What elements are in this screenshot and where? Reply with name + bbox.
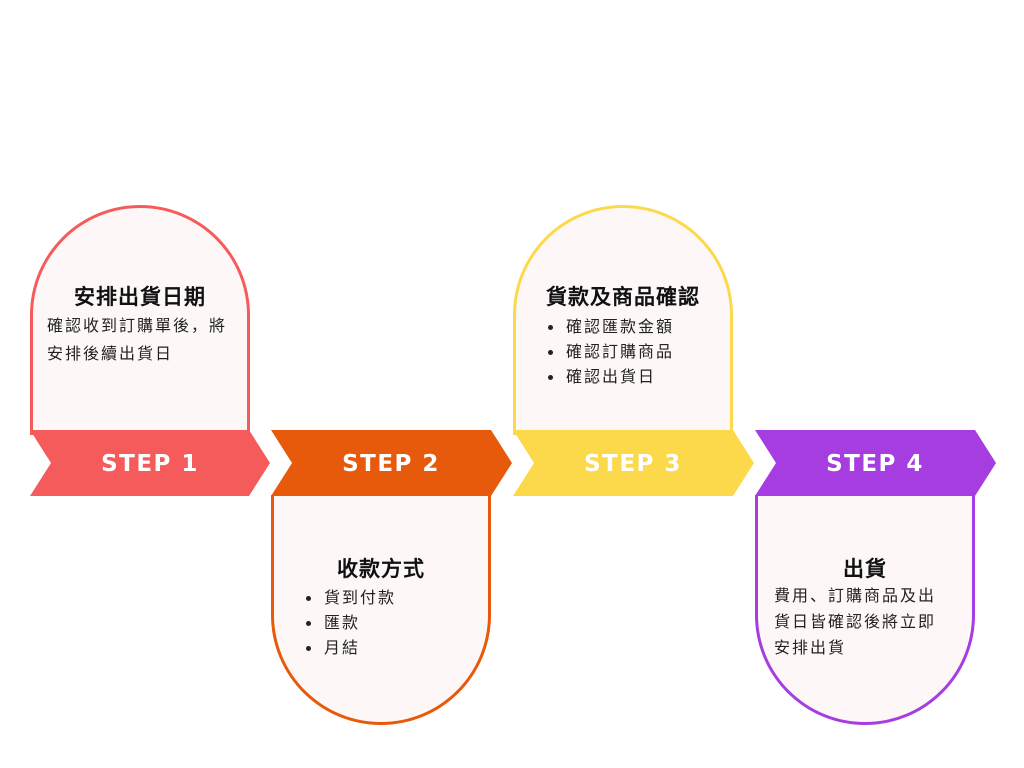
step4-description-line: 貨日皆確認後將立即	[774, 612, 937, 631]
step1-title: 安排出貨日期	[74, 285, 206, 309]
list-item: 月結	[304, 635, 396, 660]
step3-title: 貨款及商品確認	[546, 285, 700, 309]
step4-description: 費用、訂購商品及出 貨日皆確認後將立即 安排出貨	[774, 583, 974, 661]
step2-list: 貨到付款 匯款 月結	[304, 585, 396, 660]
step1-arrow	[30, 430, 270, 496]
step4-arrow	[755, 430, 996, 496]
step2-title: 收款方式	[337, 557, 425, 581]
step4-card: 出貨 費用、訂購商品及出 貨日皆確認後將立即 安排出貨	[755, 495, 975, 725]
step4-description-line: 費用、訂購商品及出	[774, 586, 937, 605]
list-item: 確認出貨日	[546, 364, 674, 389]
step1-description-line: 確認收到訂購單後，將	[47, 316, 228, 335]
step4-label: STEP 4	[826, 451, 924, 477]
step1-card: 安排出貨日期 確認收到訂購單後，將 安排後續出貨日	[30, 205, 250, 435]
step2-card: 收款方式 貨到付款 匯款 月結	[271, 495, 491, 725]
list-item: 確認匯款金額	[546, 314, 674, 339]
step3-list: 確認匯款金額 確認訂購商品 確認出貨日	[546, 314, 674, 389]
step3-label: STEP 3	[584, 451, 682, 477]
list-item: 確認訂購商品	[546, 339, 674, 364]
step1-description: 確認收到訂購單後，將 安排後續出貨日	[47, 312, 247, 368]
list-item: 貨到付款	[304, 585, 396, 610]
step2-label: STEP 2	[342, 451, 440, 477]
step3-card: 貨款及商品確認 確認匯款金額 確認訂購商品 確認出貨日	[513, 205, 733, 435]
list-item: 匯款	[304, 610, 396, 635]
step4-description-line: 安排出貨	[774, 638, 847, 657]
step4-title: 出貨	[843, 557, 887, 581]
step2-arrow	[271, 430, 512, 496]
step1-description-line: 安排後續出貨日	[47, 344, 174, 363]
step1-label: STEP 1	[101, 451, 199, 477]
step3-arrow	[513, 430, 754, 496]
